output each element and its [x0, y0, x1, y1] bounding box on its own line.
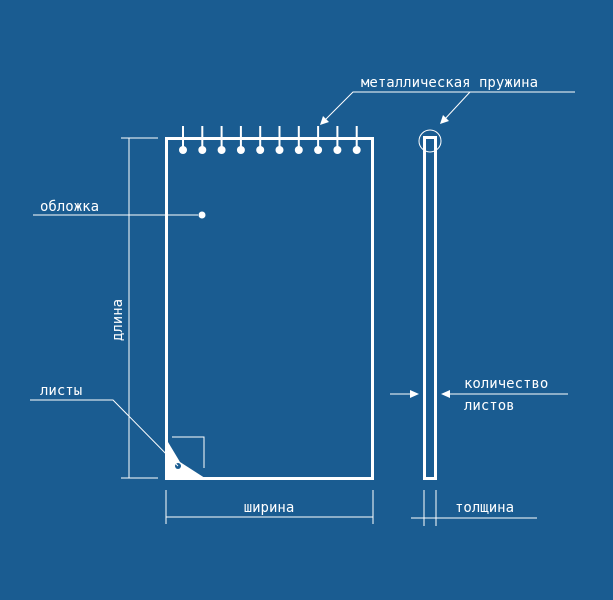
spring-callout: металлическая пружина: [320, 75, 575, 125]
sheets-corner: [165, 437, 208, 480]
sheet-count-arrowhead-right: [441, 390, 450, 398]
spiral-ring: [256, 126, 265, 154]
thickness-dimension: толщина: [411, 490, 537, 526]
spiral-ring: [198, 126, 207, 154]
spiral-ring: [314, 126, 323, 154]
length-label: длина: [110, 299, 126, 341]
notebook-side-view: [418, 129, 442, 480]
notebook-front-view: [165, 126, 374, 480]
cover-label: обложка: [40, 199, 99, 215]
width-dimension: ширина: [165, 490, 374, 524]
sheet-count-label-line1: количество: [464, 376, 548, 392]
sheet-count-label-line2: листов: [464, 398, 515, 414]
spiral-ring: [333, 126, 342, 154]
sheet-count-callout: количество листов: [390, 376, 568, 414]
spiral-ring: [352, 126, 361, 154]
spiral-ring: [275, 126, 284, 154]
sheets-leader-line: [30, 399, 179, 467]
thickness-label: толщина: [455, 500, 514, 516]
cover-callout: обложка: [33, 199, 198, 216]
sheets-corner-edge: [172, 436, 205, 468]
notebook-cover-outline: [165, 137, 374, 480]
spring-leader-line: [323, 91, 575, 122]
spiral-ring: [294, 126, 303, 154]
spring-leader-line-side: [443, 91, 471, 121]
width-label: ширина: [244, 500, 295, 516]
spring-arrowhead-front: [320, 116, 329, 125]
sheets-callout: листы: [30, 383, 179, 467]
length-dimension: длина: [110, 137, 158, 479]
side-spring-ring: [418, 129, 442, 153]
spiral-ring: [236, 126, 245, 154]
cover-marker-dot: [198, 211, 206, 219]
spiral-rings: [179, 126, 361, 154]
spring-arrowhead-side: [440, 115, 449, 124]
side-view-outline: [423, 136, 437, 480]
sheets-label: листы: [40, 383, 82, 399]
spiral-ring: [179, 126, 187, 154]
spiral-ring: [217, 126, 226, 154]
sheet-count-arrowhead-left: [410, 390, 419, 398]
spring-label: металлическая пружина: [361, 75, 538, 91]
